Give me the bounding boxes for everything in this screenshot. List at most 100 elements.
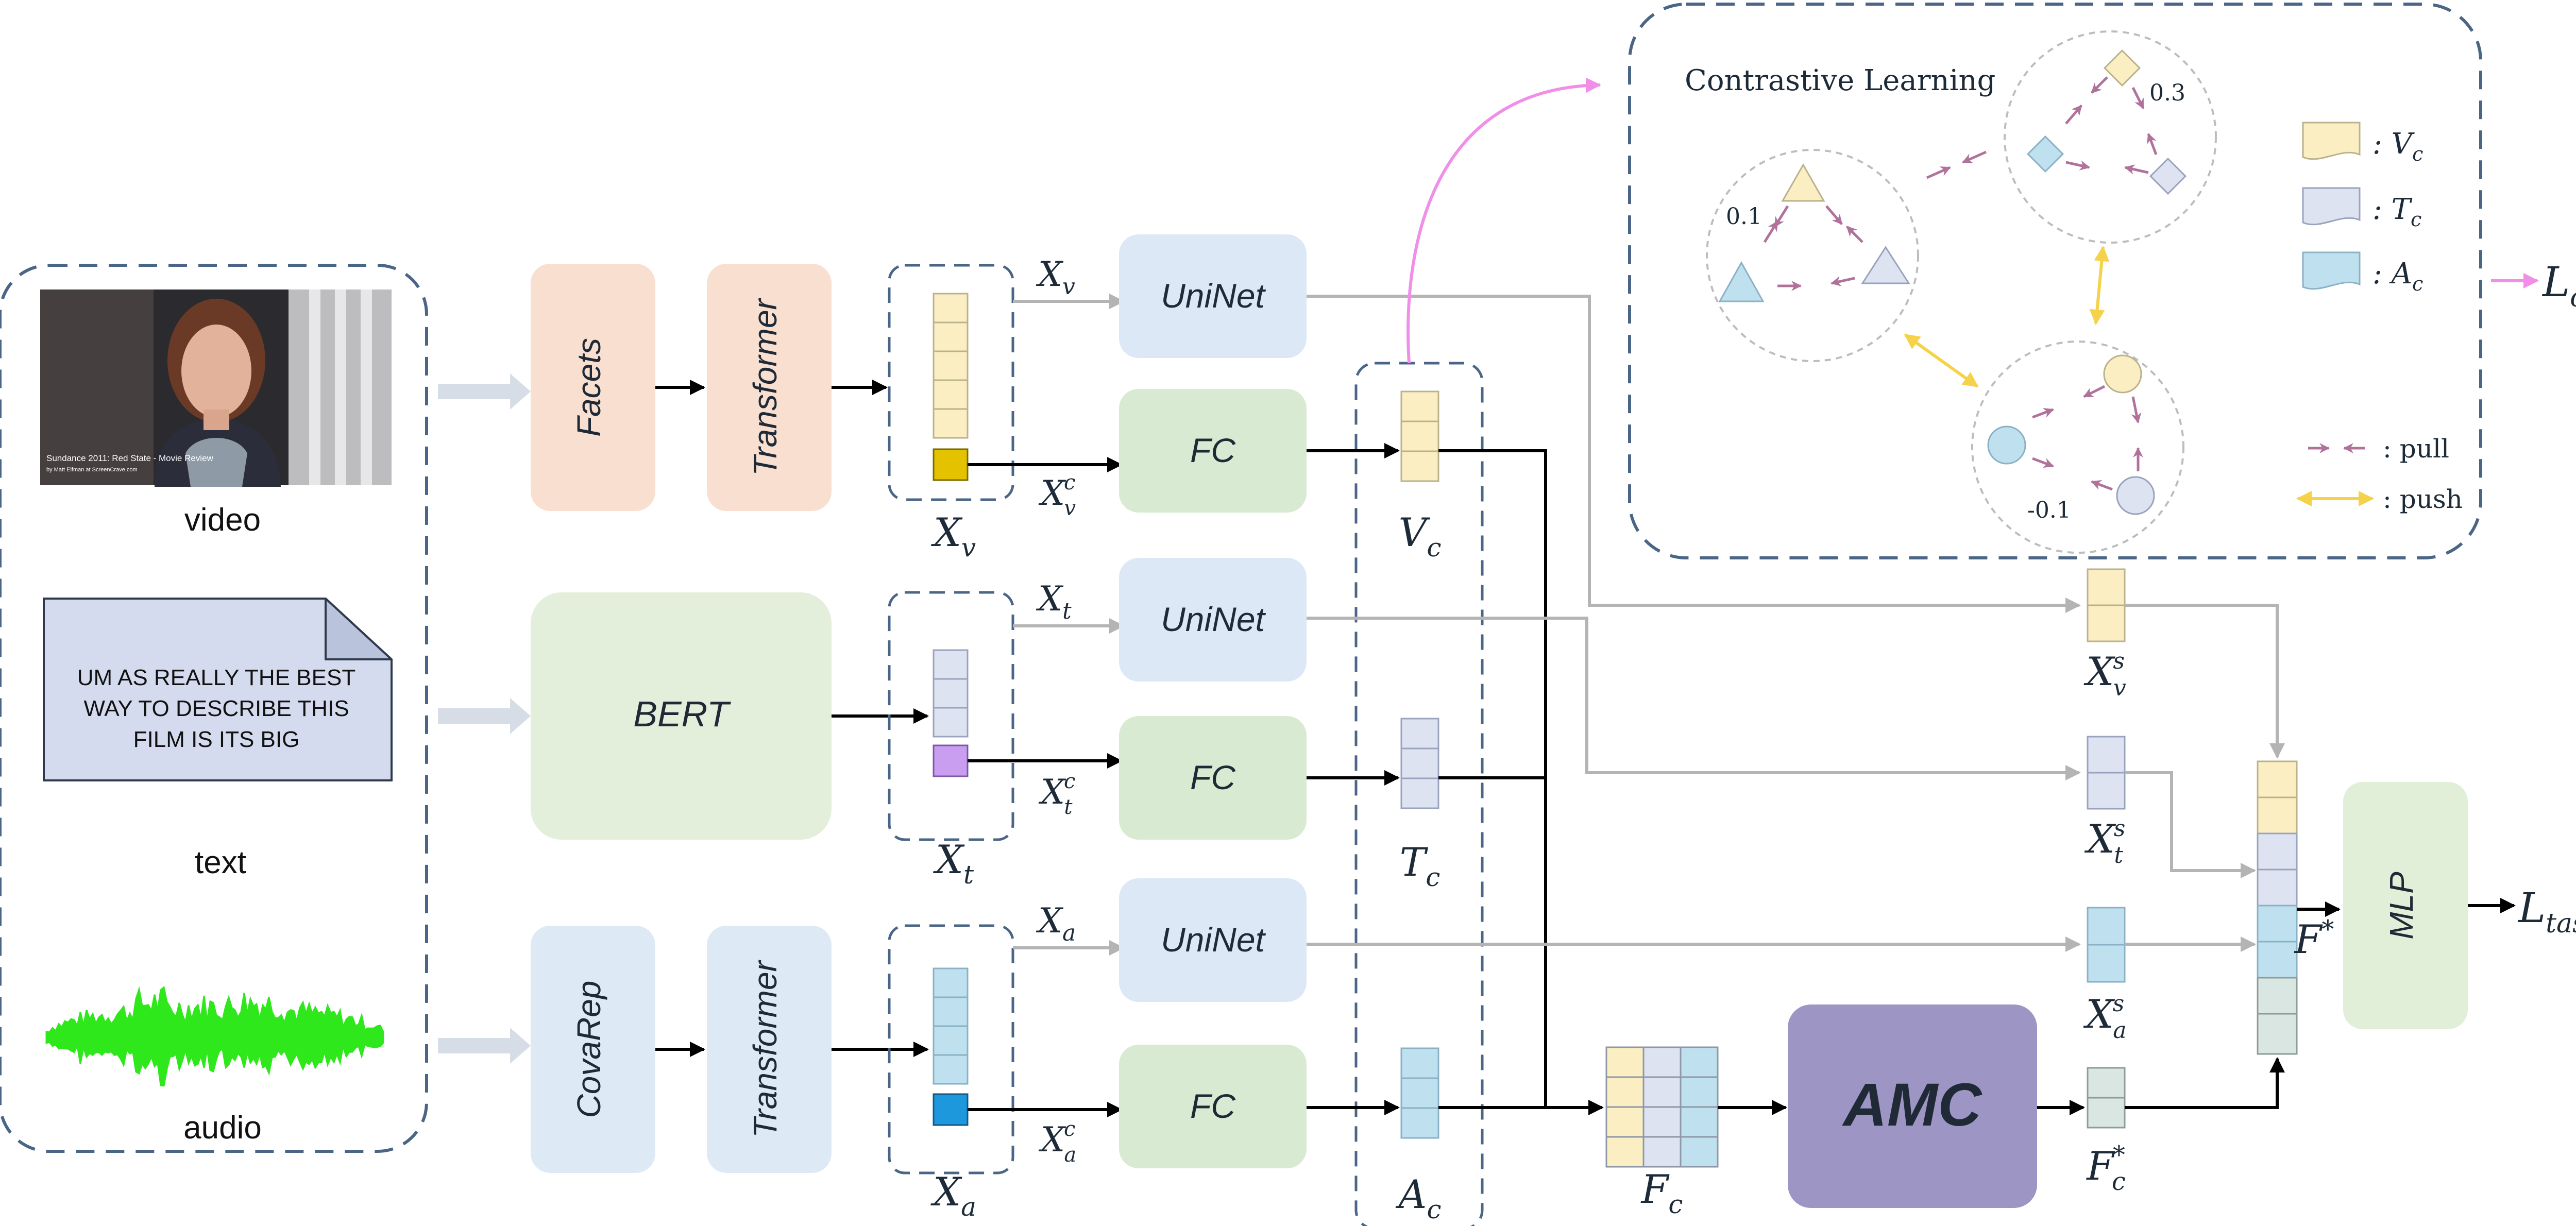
tc-label: Tc bbox=[1400, 839, 1440, 892]
uninet-video-label: UniNet bbox=[1161, 277, 1266, 315]
legend-ac-swatch bbox=[2302, 251, 2361, 290]
encoder-arrows bbox=[655, 380, 929, 1057]
fc-star-label: F*c bbox=[2086, 1140, 2126, 1196]
legend-vc-swatch bbox=[2302, 122, 2361, 160]
fc-text-label: FC bbox=[1190, 758, 1236, 796]
xv-arrow-label: Xv bbox=[1036, 254, 1075, 300]
input-panel: Sundance 2011: Red State - Movie Review … bbox=[0, 264, 428, 1153]
audio-waveform bbox=[45, 985, 384, 1087]
score-left: 0.1 bbox=[1726, 203, 1762, 230]
xt-arrow-label: Xt bbox=[1036, 579, 1072, 624]
facets-label: Facets bbox=[570, 338, 607, 437]
facets-block: Facets bbox=[531, 264, 655, 511]
contrastive-link-arrow bbox=[1406, 77, 1601, 364]
contrastive-legend: : Vc : Tc : Ac : pull : push bbox=[2296, 122, 2463, 514]
l-cl-label: Lcl bbox=[2541, 258, 2576, 313]
mlp-block: MLP bbox=[2343, 782, 2468, 1029]
mlp-label: MLP bbox=[2383, 872, 2420, 940]
circle-audio-icon bbox=[1987, 425, 2026, 465]
input-arrows bbox=[438, 373, 531, 1064]
legend-push-label: : push bbox=[2383, 484, 2463, 514]
transformer-audio-block: Transformer bbox=[707, 926, 832, 1173]
uninet-video-block: UniNet bbox=[1119, 234, 1307, 358]
xt-sequence: Xt bbox=[888, 591, 1014, 890]
xt-label: Xt bbox=[933, 837, 974, 890]
audio-label: audio bbox=[183, 1110, 262, 1146]
xa-arrow-label: Xa bbox=[1036, 901, 1076, 946]
pull-arrows bbox=[1763, 76, 2158, 491]
contrastive-panel: Contrastive Learning 0.1 0.3 -0.1 bbox=[1628, 3, 2482, 559]
video-label: video bbox=[184, 502, 261, 538]
uninet-output-lines bbox=[1307, 295, 2081, 952]
legend-vc-label: : Vc bbox=[2372, 127, 2423, 165]
xv-sequence: Xv bbox=[888, 264, 1014, 563]
legend-tc-label: : Tc bbox=[2372, 193, 2421, 231]
amc-label: AMC bbox=[1842, 1071, 1983, 1139]
diamond-audio-icon bbox=[2026, 135, 2064, 173]
fc-star: F*c bbox=[2086, 1067, 2126, 1196]
text-line-3: FILM IS ITS BIG bbox=[133, 727, 300, 752]
xa-sequence: Xa bbox=[888, 924, 1014, 1222]
transformer-video-label: Transformer bbox=[747, 297, 784, 475]
score-top: 0.3 bbox=[2149, 80, 2185, 106]
cluster-top bbox=[2004, 30, 2217, 244]
circle-text-icon bbox=[2116, 476, 2155, 515]
uninet-audio-block: UniNet bbox=[1119, 878, 1307, 1002]
cluster-left bbox=[1706, 149, 1919, 362]
xv-label: Xv bbox=[931, 509, 976, 563]
covarep-label: CovaRep bbox=[570, 981, 607, 1118]
fc-video-block: FC bbox=[1119, 389, 1307, 513]
contrastive-features: Vc Tc Ac bbox=[1354, 362, 1484, 1226]
transformer-audio-label: Transformer bbox=[747, 959, 784, 1137]
push-arrows bbox=[1904, 246, 2110, 388]
fcstar-to-fstar-arrow bbox=[2125, 1057, 2285, 1109]
score-bottom: -0.1 bbox=[2027, 497, 2071, 523]
triangle-video-icon bbox=[1781, 163, 1825, 202]
sequence-arrows bbox=[968, 294, 1125, 1117]
video-caption-sub: by Matt Elfman at ScreenCrave.com bbox=[46, 467, 138, 473]
feature-to-fc-concat-lines bbox=[1438, 449, 1604, 1115]
fstar-stack: F* bbox=[2257, 760, 2334, 1055]
fc-audio-label: FC bbox=[1190, 1087, 1236, 1125]
diamond-text-icon bbox=[2149, 157, 2187, 195]
fc-concat: Fc bbox=[1605, 1046, 1719, 1219]
text-document: UM AS REALLY THE BEST WAY TO DESCRIBE TH… bbox=[43, 598, 393, 781]
legend-pull-label: : pull bbox=[2383, 434, 2449, 464]
fstar-label: F* bbox=[2294, 915, 2334, 962]
diamond-video-icon bbox=[2103, 49, 2141, 87]
triangle-audio-icon bbox=[1718, 261, 1765, 302]
transformer-video-block: Transformer bbox=[707, 264, 832, 511]
text-label: text bbox=[195, 845, 246, 880]
xs-to-fstar-lines bbox=[2125, 604, 2285, 952]
bert-block: BERT bbox=[531, 592, 832, 840]
fc-to-feature-arrows bbox=[1307, 443, 1400, 1115]
text-line-2: WAY TO DESCRIBE THIS bbox=[83, 696, 349, 721]
fc-text-block: FC bbox=[1119, 716, 1307, 840]
cluster-bottom bbox=[1971, 340, 2184, 554]
contrastive-title: Contrastive Learning bbox=[1685, 64, 1995, 97]
circle-video-icon bbox=[2103, 354, 2142, 394]
text-line-1: UM AS REALLY THE BEST bbox=[77, 665, 355, 690]
legend-ac-label: : Ac bbox=[2372, 257, 2423, 295]
ac-label: Ac bbox=[1396, 1171, 1442, 1224]
amc-block: AMC bbox=[1788, 1004, 2037, 1208]
xa-label: Xa bbox=[930, 1169, 976, 1222]
vc-label: Vc bbox=[1399, 509, 1442, 563]
video-caption-title: Sundance 2011: Red State - Movie Review bbox=[46, 453, 214, 463]
fc-audio-block: FC bbox=[1119, 1045, 1307, 1168]
video-thumbnail: Sundance 2011: Red State - Movie Review … bbox=[40, 290, 392, 487]
fc-video-label: FC bbox=[1190, 431, 1236, 469]
bert-label: BERT bbox=[633, 694, 731, 734]
uninet-text-label: UniNet bbox=[1161, 600, 1266, 638]
triangle-text-icon bbox=[1861, 246, 1910, 284]
legend-tc-swatch bbox=[2302, 187, 2361, 226]
